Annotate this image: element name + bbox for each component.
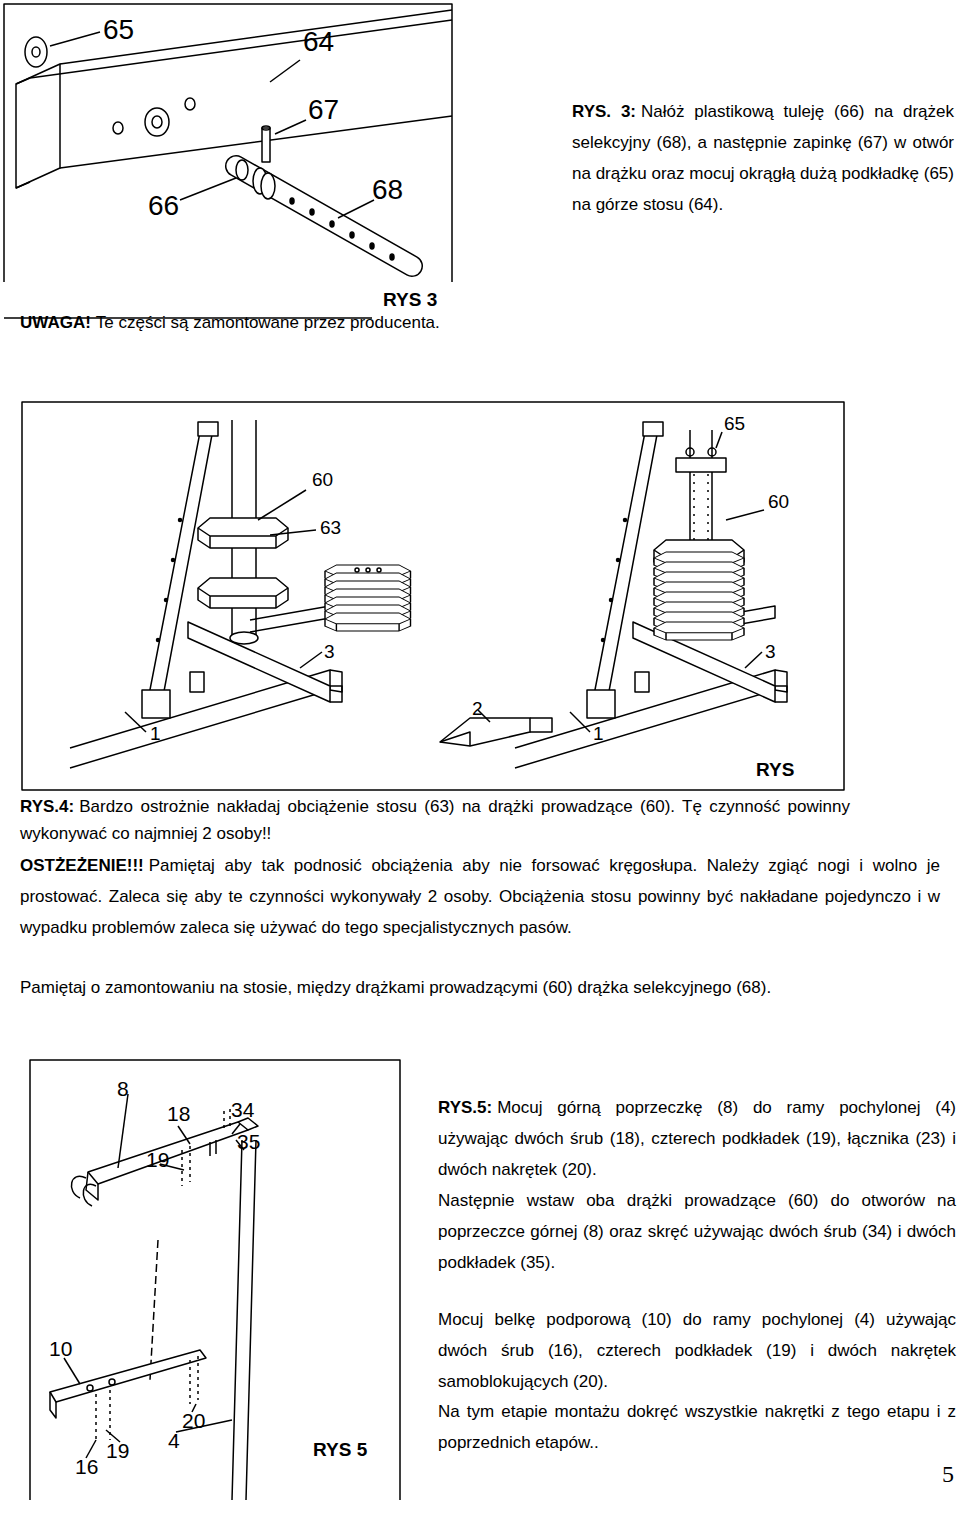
label-box: 4	[168, 1430, 180, 1451]
label-box: RYS 3	[383, 290, 437, 309]
instruction-text: Pamiętaj o zamontowaniu na stosie, międz…	[20, 978, 771, 997]
instruction-paragraph: RYS.4:Bardzo ostrożnie nakładaj obciążen…	[20, 793, 850, 847]
label-box: 64	[303, 28, 334, 56]
step-heading: RYS.5:	[438, 1098, 492, 1117]
callout-number: 35	[237, 1130, 260, 1153]
callout-number: 60	[312, 469, 333, 490]
callout-number: 65	[103, 14, 134, 45]
label-box: 67	[308, 96, 339, 124]
step-heading: RYS.4:	[20, 797, 74, 816]
callout-number: 1	[150, 723, 161, 744]
instruction-text: Mocuj belkę podporową (10) do ramy pochy…	[438, 1310, 956, 1391]
label-box: RYS	[756, 760, 794, 779]
callout-number: 68	[372, 174, 403, 205]
label-box: 5	[942, 1462, 954, 1486]
page-number: 5	[942, 1461, 954, 1487]
callout-number: 65	[724, 413, 745, 434]
step-heading: RYS. 3:	[572, 102, 636, 121]
instruction-paragraph: Pamiętaj o zamontowaniu na stosie, międz…	[20, 974, 940, 1001]
label-box: 66	[148, 192, 179, 220]
instruction-paragraph: RYS. 3:Nałóż plastikową tuleję (66) na d…	[572, 96, 954, 220]
label-box: 3	[765, 642, 776, 661]
callout-number: 20	[182, 1409, 205, 1432]
figure-label: RYS 5	[313, 1439, 367, 1460]
callout-number: 10	[49, 1337, 72, 1360]
instruction-paragraph: Następnie wstaw oba drążki prowadzące (6…	[438, 1185, 956, 1278]
label-box: 68	[372, 176, 403, 204]
callout-number: 19	[146, 1148, 169, 1171]
callout-number: 3	[765, 641, 776, 662]
callout-number: 18	[167, 1102, 190, 1125]
label-box: 1	[593, 724, 604, 743]
instruction-paragraph: UWAGA! Te części są zamontowane przez pro…	[20, 312, 720, 334]
label-box: 34	[231, 1099, 254, 1120]
callout-number: 60	[768, 491, 789, 512]
callout-number: 34	[231, 1098, 254, 1121]
callout-number: 66	[148, 190, 179, 221]
callout-number: 4	[168, 1429, 180, 1452]
instruction-paragraph: OSTŻEŻENIE!!!Pamiętaj aby tak podnosić o…	[20, 850, 940, 943]
label-box: 3	[324, 642, 335, 661]
label-box: 2	[472, 699, 483, 718]
step-heading: OSTŻEŻENIE!!!	[20, 856, 144, 875]
callout-number: 1	[593, 723, 604, 744]
label-box: 63	[320, 518, 341, 537]
label-box: 60	[768, 492, 789, 511]
instruction-paragraph: RYS.5:Mocuj górną poprzeczkę (8) do ramy…	[438, 1092, 956, 1185]
callout-number: 2	[472, 698, 483, 719]
callout-number: 67	[308, 94, 339, 125]
label-box: 18	[167, 1103, 190, 1124]
label-box: 20	[182, 1410, 205, 1431]
callout-number: 8	[117, 1077, 129, 1100]
instruction-text: Te części są zamontowane przez producent…	[96, 313, 440, 332]
label-box: 60	[312, 470, 333, 489]
instruction-text: Pamiętaj aby tak podnosić obciążenia aby…	[20, 856, 940, 937]
label-box: 19	[106, 1440, 129, 1461]
instruction-text: Następnie wstaw oba drążki prowadzące (6…	[438, 1191, 956, 1272]
instruction-paragraph: Mocuj belkę podporową (10) do ramy pochy…	[438, 1304, 956, 1397]
label-box: 65	[103, 16, 134, 44]
instruction-paragraph: Na tym etapie montażu dokręć wszystkie n…	[438, 1396, 956, 1458]
figure-label: RYS	[756, 759, 794, 780]
instruction-text: Na tym etapie montażu dokręć wszystkie n…	[438, 1402, 956, 1452]
label-box: 65	[724, 414, 745, 433]
label-box: 1	[150, 724, 161, 743]
label-box: 8	[117, 1078, 129, 1099]
callout-number: 63	[320, 517, 341, 538]
figure-label: RYS 3	[383, 289, 437, 310]
callout-number: 16	[75, 1455, 98, 1478]
instruction-text: Mocuj górną poprzeczkę (8) do ramy pochy…	[438, 1098, 956, 1179]
callout-number: 64	[303, 26, 334, 57]
label-box: RYS 5	[313, 1440, 367, 1459]
instruction-text: Bardzo ostrożnie nakładaj obciążenie sto…	[20, 797, 850, 843]
label-box: 10	[49, 1338, 72, 1359]
callout-number: 19	[106, 1439, 129, 1462]
step-heading: UWAGA!	[20, 313, 91, 332]
callout-number: 3	[324, 641, 335, 662]
label-box: 35	[237, 1131, 260, 1152]
label-box: 16	[75, 1456, 98, 1477]
label-box: 19	[146, 1149, 169, 1170]
